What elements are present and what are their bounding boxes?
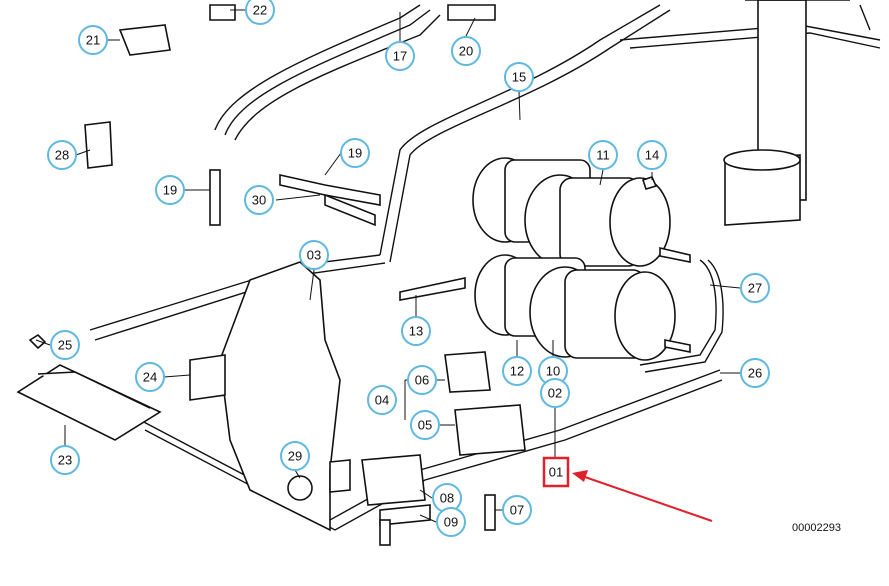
callout-02[interactable]: 02: [540, 378, 570, 408]
svg-text:28: 28: [55, 148, 69, 163]
callout-27[interactable]: 27: [740, 273, 770, 303]
callout-11[interactable]: 11: [588, 140, 618, 170]
callout-04[interactable]: 04: [367, 385, 397, 415]
svg-text:04: 04: [375, 393, 389, 408]
svg-text:21: 21: [86, 33, 100, 48]
svg-text:26: 26: [748, 366, 762, 381]
callout-23[interactable]: 23: [50, 445, 80, 475]
skid-plate: [16, 364, 162, 441]
callout-10[interactable]: 10: [538, 356, 568, 386]
svg-text:25: 25: [58, 338, 72, 353]
svg-text:14: 14: [645, 148, 659, 163]
callout-09[interactable]: 09: [436, 507, 466, 537]
callout-05[interactable]: 05: [410, 410, 440, 440]
svg-text:29: 29: [288, 449, 302, 464]
svg-text:03: 03: [307, 248, 321, 263]
svg-text:10: 10: [546, 364, 560, 379]
svg-text:24: 24: [143, 370, 157, 385]
callout-20[interactable]: 20: [451, 36, 481, 66]
svg-text:15: 15: [512, 70, 526, 85]
leader-lines: [35, 9, 741, 523]
svg-text:01: 01: [549, 465, 563, 480]
callout-01-highlighted[interactable]: 01: [542, 456, 570, 488]
callout-19-upper[interactable]: 19: [340, 138, 370, 168]
callout-28[interactable]: 28: [47, 140, 77, 170]
callout-30[interactable]: 30: [244, 185, 274, 215]
callout-29[interactable]: 29: [280, 441, 310, 471]
callout-24[interactable]: 24: [135, 362, 165, 392]
callout-25[interactable]: 25: [50, 330, 80, 360]
callout-17[interactable]: 17: [385, 41, 415, 71]
svg-text:09: 09: [444, 515, 458, 530]
callout-06[interactable]: 06: [407, 365, 437, 395]
svg-text:30: 30: [252, 193, 266, 208]
callout-22[interactable]: 22: [245, 0, 275, 25]
misc-parts: [28, 4, 658, 546]
callout-07[interactable]: 07: [502, 495, 532, 525]
callout-03[interactable]: 03: [299, 240, 329, 270]
svg-text:27: 27: [748, 281, 762, 296]
callout-12[interactable]: 12: [502, 356, 532, 386]
svg-text:17: 17: [393, 49, 407, 64]
callout-14[interactable]: 14: [637, 140, 667, 170]
svg-text:07: 07: [510, 503, 524, 518]
steering-column: [723, 0, 871, 226]
callout-08[interactable]: 08: [432, 483, 462, 513]
svg-text:13: 13: [409, 324, 423, 339]
svg-text:19: 19: [348, 146, 362, 161]
svg-text:11: 11: [596, 148, 610, 163]
svg-text:02: 02: [548, 386, 562, 401]
svg-text:08: 08: [440, 491, 454, 506]
callout-21[interactable]: 21: [78, 25, 108, 55]
svg-text:12: 12: [510, 364, 524, 379]
svg-text:05: 05: [418, 418, 432, 433]
svg-text:06: 06: [415, 373, 429, 388]
accumulator-upper: [472, 157, 691, 267]
svg-text:20: 20: [459, 44, 473, 59]
callout-26[interactable]: 26: [740, 358, 770, 388]
svg-text:19: 19: [163, 183, 177, 198]
red-pointer-arrow: [572, 470, 713, 522]
svg-text:23: 23: [58, 453, 72, 468]
bracket-panel: [189, 261, 341, 532]
diagram-reference-number: 00002293: [792, 522, 841, 534]
accumulator-lower: [474, 254, 691, 361]
callout-13[interactable]: 13: [401, 316, 431, 346]
callout-15[interactable]: 15: [504, 62, 534, 92]
svg-text:22: 22: [253, 3, 267, 18]
callout-19-left[interactable]: 19: [155, 175, 185, 205]
